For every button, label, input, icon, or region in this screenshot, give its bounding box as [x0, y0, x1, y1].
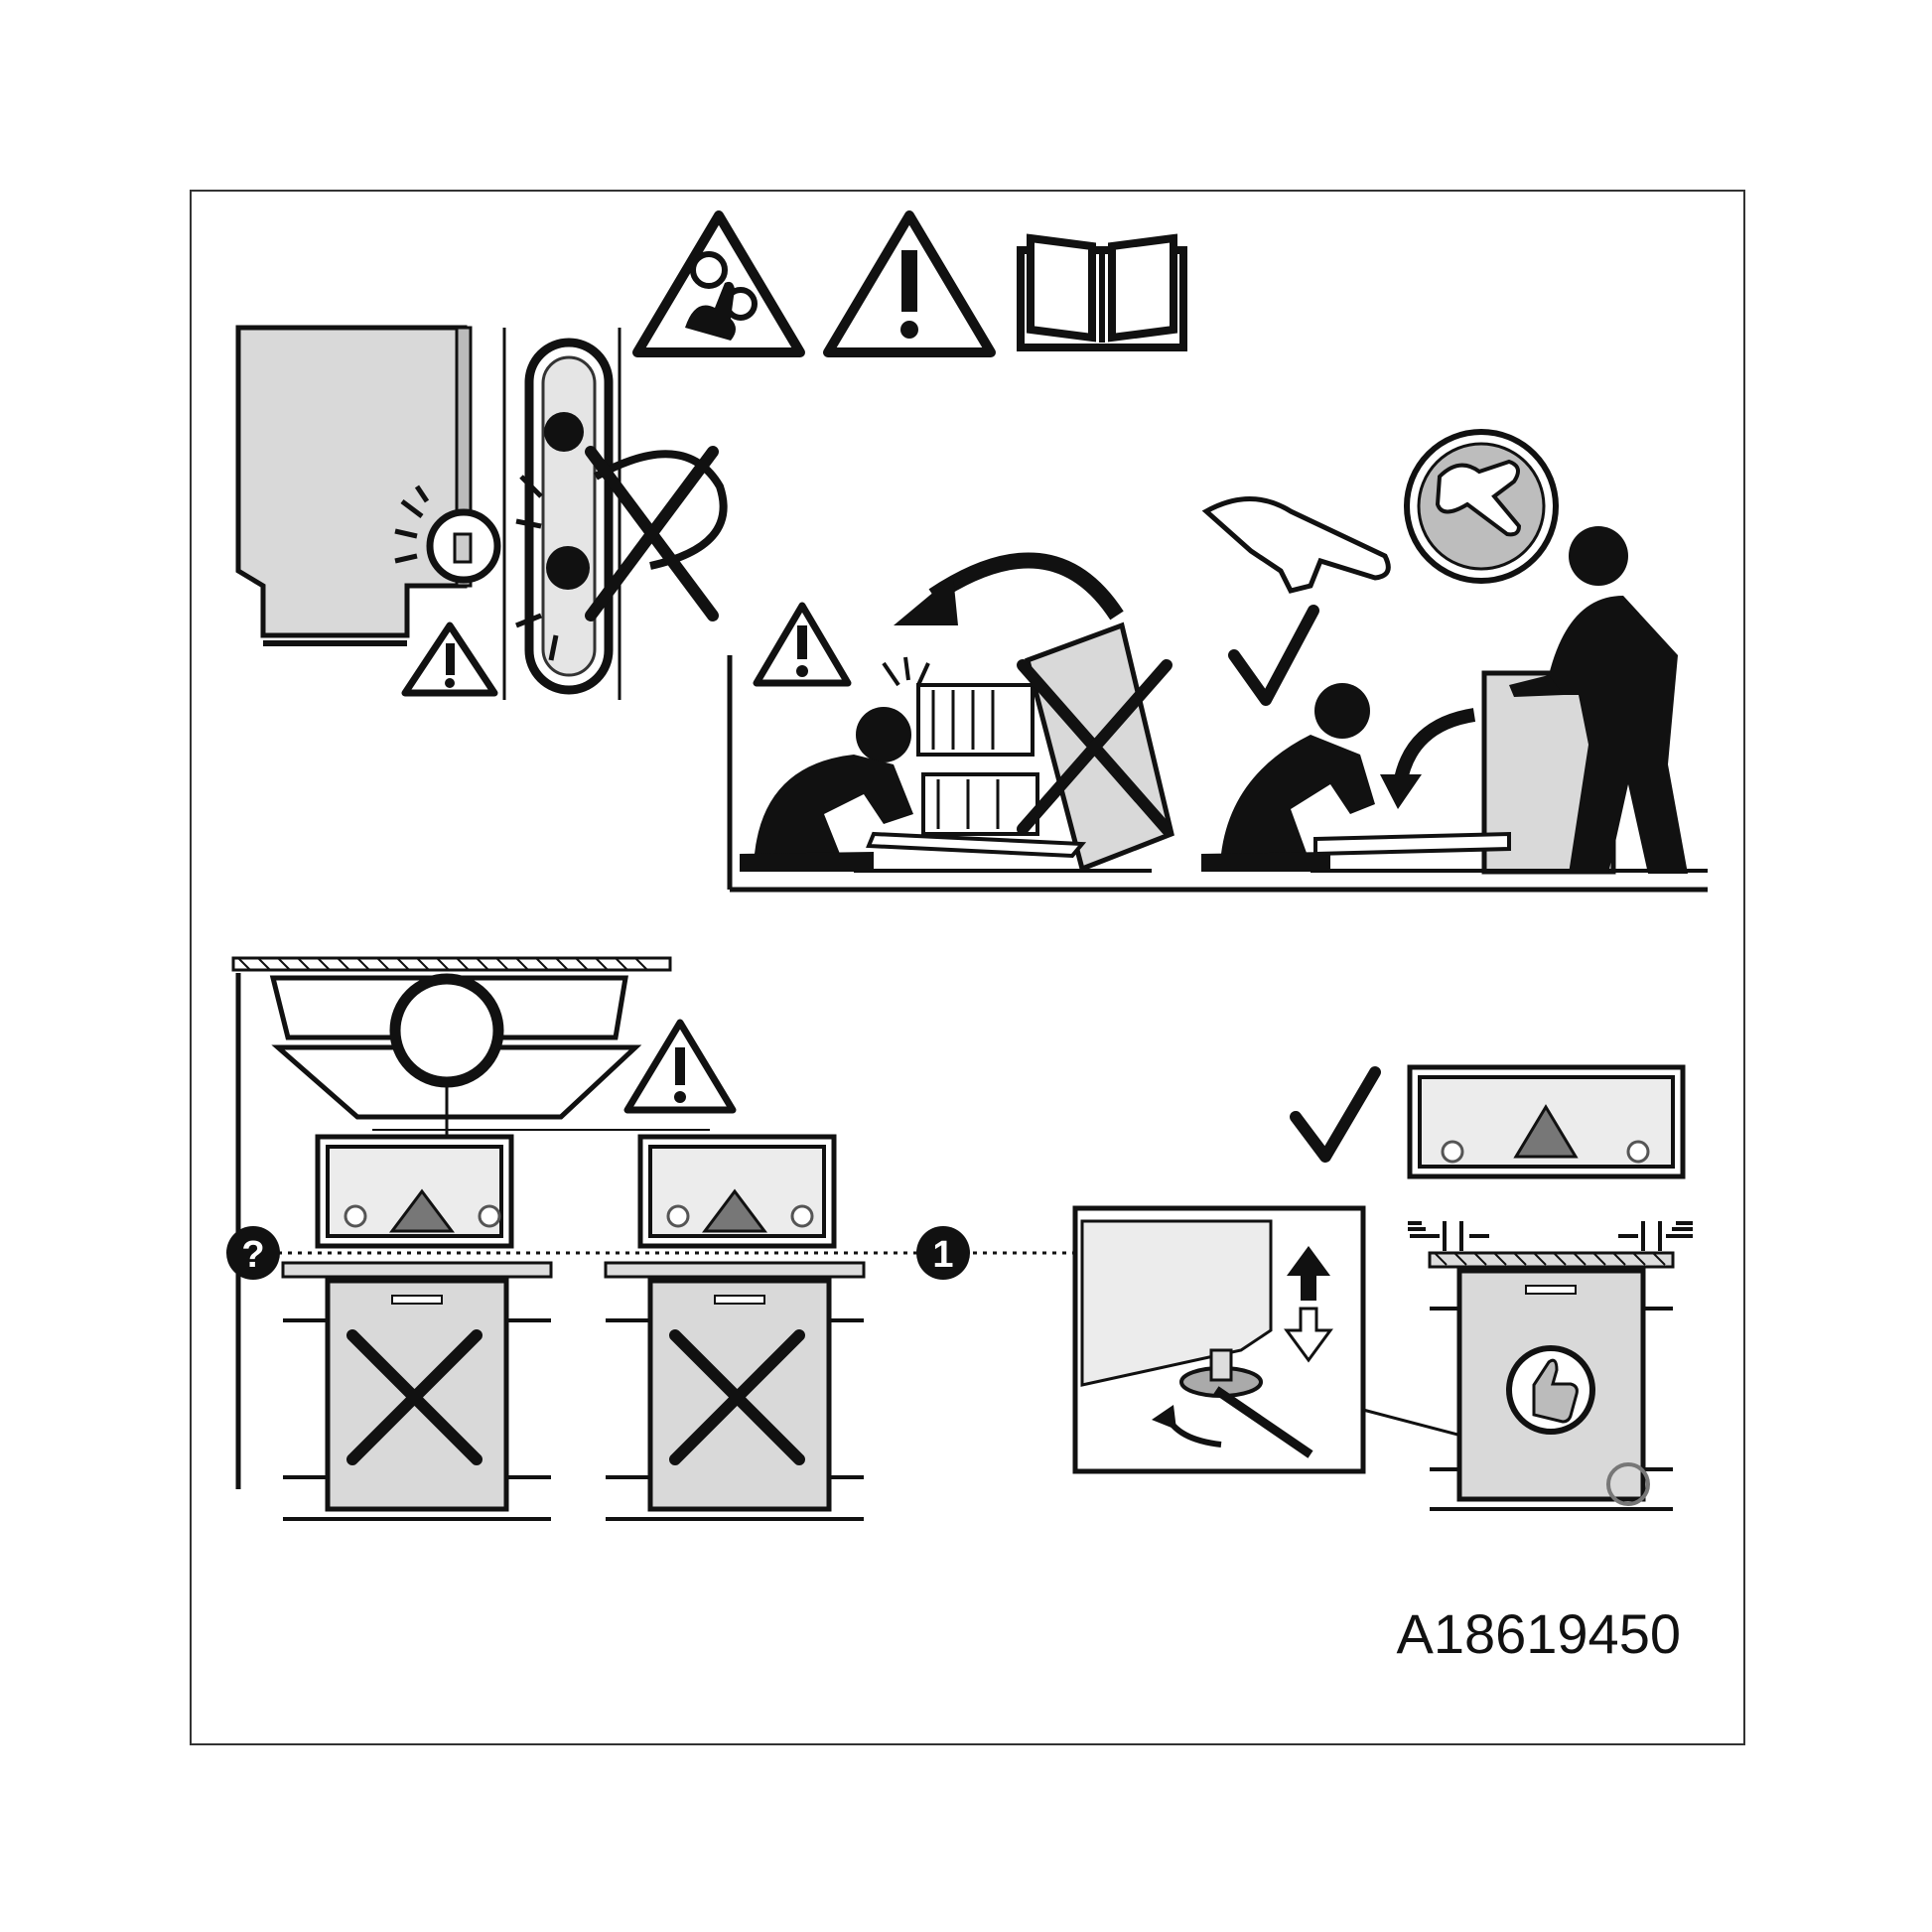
cabinet-correct: [1428, 1251, 1675, 1511]
alignment-marks: [1408, 1221, 1693, 1251]
check-icon: [1228, 605, 1319, 706]
countertop-top-view: [231, 956, 710, 1489]
pointing-hand-icon: [1201, 496, 1391, 594]
level-indicator-left: [315, 1134, 514, 1249]
level-indicator-correct: [1407, 1064, 1686, 1179]
step-marker: 1: [916, 1226, 970, 1280]
warning-icon: [401, 621, 498, 697]
arrow-down-icon: [1284, 1307, 1333, 1363]
check-icon: [1290, 1066, 1381, 1163]
cross-icon: [585, 446, 719, 621]
step-number-text: 1: [932, 1234, 953, 1276]
cross-icon: [1017, 659, 1173, 835]
kneeling-person-right: [1201, 683, 1375, 872]
arrow-up-icon: [1287, 1246, 1330, 1301]
appliance-side-view: [235, 325, 501, 646]
question-marker: ?: [226, 1226, 280, 1280]
hinge-spring-detail: [515, 338, 728, 695]
standing-person: [1509, 526, 1688, 874]
question-mark-text: ?: [241, 1234, 264, 1276]
warning-icon: [623, 1019, 737, 1114]
cabinet-wrong-left: [281, 1261, 553, 1521]
gloves-icon: [1404, 429, 1559, 584]
manual-book-icon: [1017, 233, 1187, 351]
adjustment-detail-box: [1072, 1205, 1366, 1474]
magnifier-ring: [389, 973, 504, 1088]
warning-icon: [753, 602, 852, 687]
level-indicator-middle: [637, 1134, 837, 1249]
kneeling-person-left: [740, 707, 913, 872]
rotating-parts-warning-icon: [632, 210, 805, 357]
tilt-arrow: [928, 552, 1124, 621]
warning-icon: [823, 210, 996, 357]
slide-arrow: [1393, 708, 1476, 786]
cabinet-wrong-right: [604, 1261, 866, 1521]
figure-code: A18619450: [1396, 1602, 1681, 1665]
